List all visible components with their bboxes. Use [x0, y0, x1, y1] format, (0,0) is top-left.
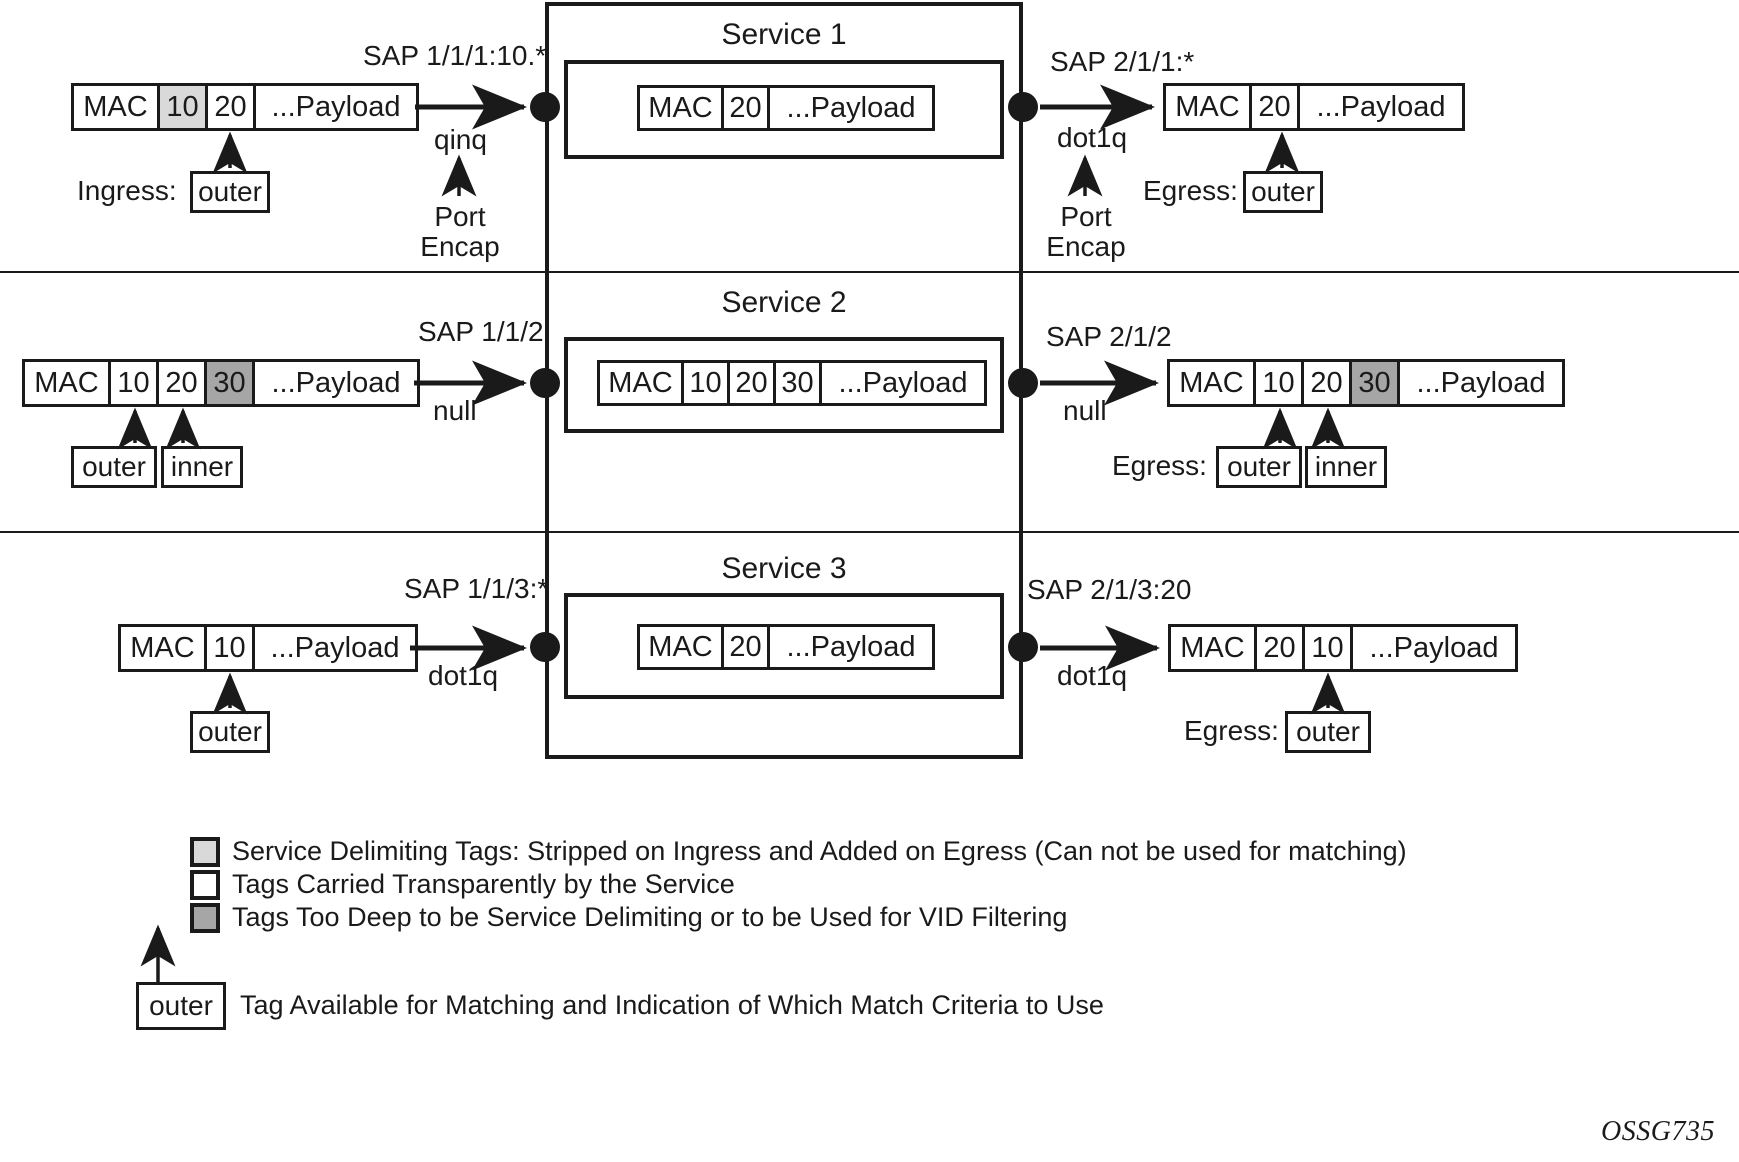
port-encap-line1: Port: [434, 201, 486, 232]
legend-label: Service Delimiting Tags: Stripped on Ing…: [232, 836, 1407, 866]
service-frame-row1: MAC 20 ...Payload: [637, 85, 935, 131]
egress-direction-label-row3: Egress:: [1184, 715, 1279, 746]
ingress-port-encap-caption-row1: Port Encap: [420, 202, 500, 262]
frame-cell: ...Payload: [256, 86, 416, 128]
egress-port-encap-row3: dot1q: [1057, 660, 1128, 691]
egress-port-encap-row1: dot1q: [1057, 122, 1128, 153]
frame-cell: 20: [724, 88, 770, 128]
egress-sap-label-row3: SAP 2/1/3:20: [1027, 574, 1192, 605]
legend-swatch-too-deep-icon: [190, 902, 220, 933]
ingress-sap-label-row3: SAP 1/1/3:*: [404, 573, 549, 604]
frame-cell: 20: [208, 86, 256, 128]
ingress-match-tag-outer-row3: outer: [190, 711, 270, 753]
frame-cell: 30: [1352, 362, 1400, 404]
egress-sap-label-row1: SAP 2/1/1:*: [1050, 46, 1195, 77]
ingress-match-tag-outer-row2: outer: [71, 446, 157, 488]
egress-sap-label-row2: SAP 2/1/2: [1046, 321, 1172, 352]
legend: Service Delimiting Tags: Stripped on Ing…: [136, 836, 1407, 1030]
port-encap-line1: Port: [1060, 201, 1112, 232]
frame-cell: 10: [684, 363, 730, 403]
service-frame-row2: MAC 10 20 30 ...Payload: [597, 360, 987, 406]
ingress-direction-label-row1: Ingress:: [77, 175, 177, 206]
frame-cell: 20: [1257, 627, 1305, 669]
legend-label: Tags Too Deep to be Service Delimiting o…: [232, 902, 1068, 932]
sap-dot-ingress-row3: [530, 632, 560, 662]
legend-row: Tags Too Deep to be Service Delimiting o…: [190, 902, 1407, 933]
frame-cell: MAC: [1171, 627, 1257, 669]
frame-cell: 30: [207, 362, 255, 404]
frame-cell: 20: [1252, 86, 1300, 128]
frame-cell: ...Payload: [1400, 362, 1562, 404]
legend-swatch-transparent-icon: [190, 869, 220, 900]
frame-cell: 10: [207, 627, 255, 669]
sap-dot-ingress-row1: [530, 92, 560, 122]
ingress-port-encap-row1: qinq: [434, 124, 487, 155]
egress-port-encap-caption-row1: Port Encap: [1046, 202, 1126, 262]
frame-cell: ...Payload: [255, 362, 417, 404]
egress-match-tag-outer-row1: outer: [1243, 171, 1323, 213]
row-divider-2: [0, 531, 1739, 533]
egress-match-tag-outer-row3: outer: [1285, 711, 1371, 753]
egress-frame-row1: MAC 20 ...Payload: [1163, 83, 1465, 131]
legend-row: Service Delimiting Tags: Stripped on Ing…: [190, 836, 1407, 867]
frame-cell: ...Payload: [255, 627, 415, 669]
ingress-sap-label-row1: SAP 1/1/1:10.*: [363, 40, 547, 71]
egress-frame-row3: MAC 20 10 ...Payload: [1168, 624, 1518, 672]
egress-frame-row2: MAC 10 20 30 ...Payload: [1167, 359, 1565, 407]
port-encap-line2: Encap: [1046, 230, 1126, 262]
frame-cell: 10: [160, 86, 208, 128]
frame-cell: MAC: [640, 627, 724, 667]
frame-cell: 10: [1305, 627, 1353, 669]
ingress-frame-row3: MAC 10 ...Payload: [118, 624, 418, 672]
service-title-2: Service 2: [721, 286, 847, 319]
frame-cell: MAC: [1166, 86, 1252, 128]
ingress-frame-row2: MAC 10 20 30 ...Payload: [22, 359, 420, 407]
legend-row: Tags Carried Transparently by the Servic…: [190, 869, 1407, 900]
frame-cell: MAC: [121, 627, 207, 669]
ingress-port-encap-row2: null: [433, 395, 477, 426]
port-encap-line2: Encap: [420, 230, 500, 262]
frame-cell: MAC: [74, 86, 160, 128]
frame-cell: 20: [1304, 362, 1352, 404]
frame-cell: 30: [776, 363, 822, 403]
frame-cell: 20: [724, 627, 770, 667]
frame-cell: ...Payload: [770, 627, 932, 667]
frame-cell: 10: [111, 362, 159, 404]
frame-cell: ...Payload: [770, 88, 932, 128]
sap-dot-egress-row2: [1008, 368, 1038, 398]
frame-cell: MAC: [1170, 362, 1256, 404]
ingress-port-encap-row3: dot1q: [428, 660, 499, 691]
frame-cell: 20: [730, 363, 776, 403]
frame-cell: MAC: [25, 362, 111, 404]
frame-cell: ...Payload: [822, 363, 984, 403]
frame-cell: MAC: [600, 363, 684, 403]
service-title-3: Service 3: [721, 552, 847, 585]
frame-cell: 20: [159, 362, 207, 404]
service-frame-row3: MAC 20 ...Payload: [637, 624, 935, 670]
egress-port-encap-row2: null: [1063, 395, 1107, 426]
frame-cell: ...Payload: [1353, 627, 1515, 669]
egress-direction-label-row2: Egress:: [1112, 450, 1207, 481]
legend-label: Tag Available for Matching and Indicatio…: [240, 990, 1104, 1020]
frame-cell: 10: [1256, 362, 1304, 404]
legend-tag-example-box: outer: [136, 981, 226, 1030]
egress-direction-label-row1: Egress:: [1143, 175, 1238, 206]
service-title-1: Service 1: [721, 18, 847, 51]
ingress-match-tag-outer-row1: outer: [190, 171, 270, 213]
legend-row-tag-example: outer Tag Available for Matching and Ind…: [136, 981, 1407, 1030]
egress-match-tag-inner-row2: inner: [1305, 446, 1387, 488]
legend-label: Tags Carried Transparently by the Servic…: [232, 869, 735, 899]
figure-id-label: OSSG735: [1601, 1116, 1715, 1147]
sap-dot-egress-row3: [1008, 632, 1038, 662]
sap-dot-ingress-row2: [530, 368, 560, 398]
ingress-sap-label-row2: SAP 1/1/2: [418, 316, 544, 347]
frame-cell: ...Payload: [1300, 86, 1462, 128]
sap-dot-egress-row1: [1008, 92, 1038, 122]
ingress-frame-row1: MAC 10 20 ...Payload: [71, 83, 419, 131]
legend-swatch-service-delimiting-icon: [190, 836, 220, 867]
row-divider-1: [0, 271, 1739, 273]
egress-match-tag-outer-row2: outer: [1216, 446, 1302, 488]
ingress-match-tag-inner-row2: inner: [161, 446, 243, 488]
frame-cell: MAC: [640, 88, 724, 128]
